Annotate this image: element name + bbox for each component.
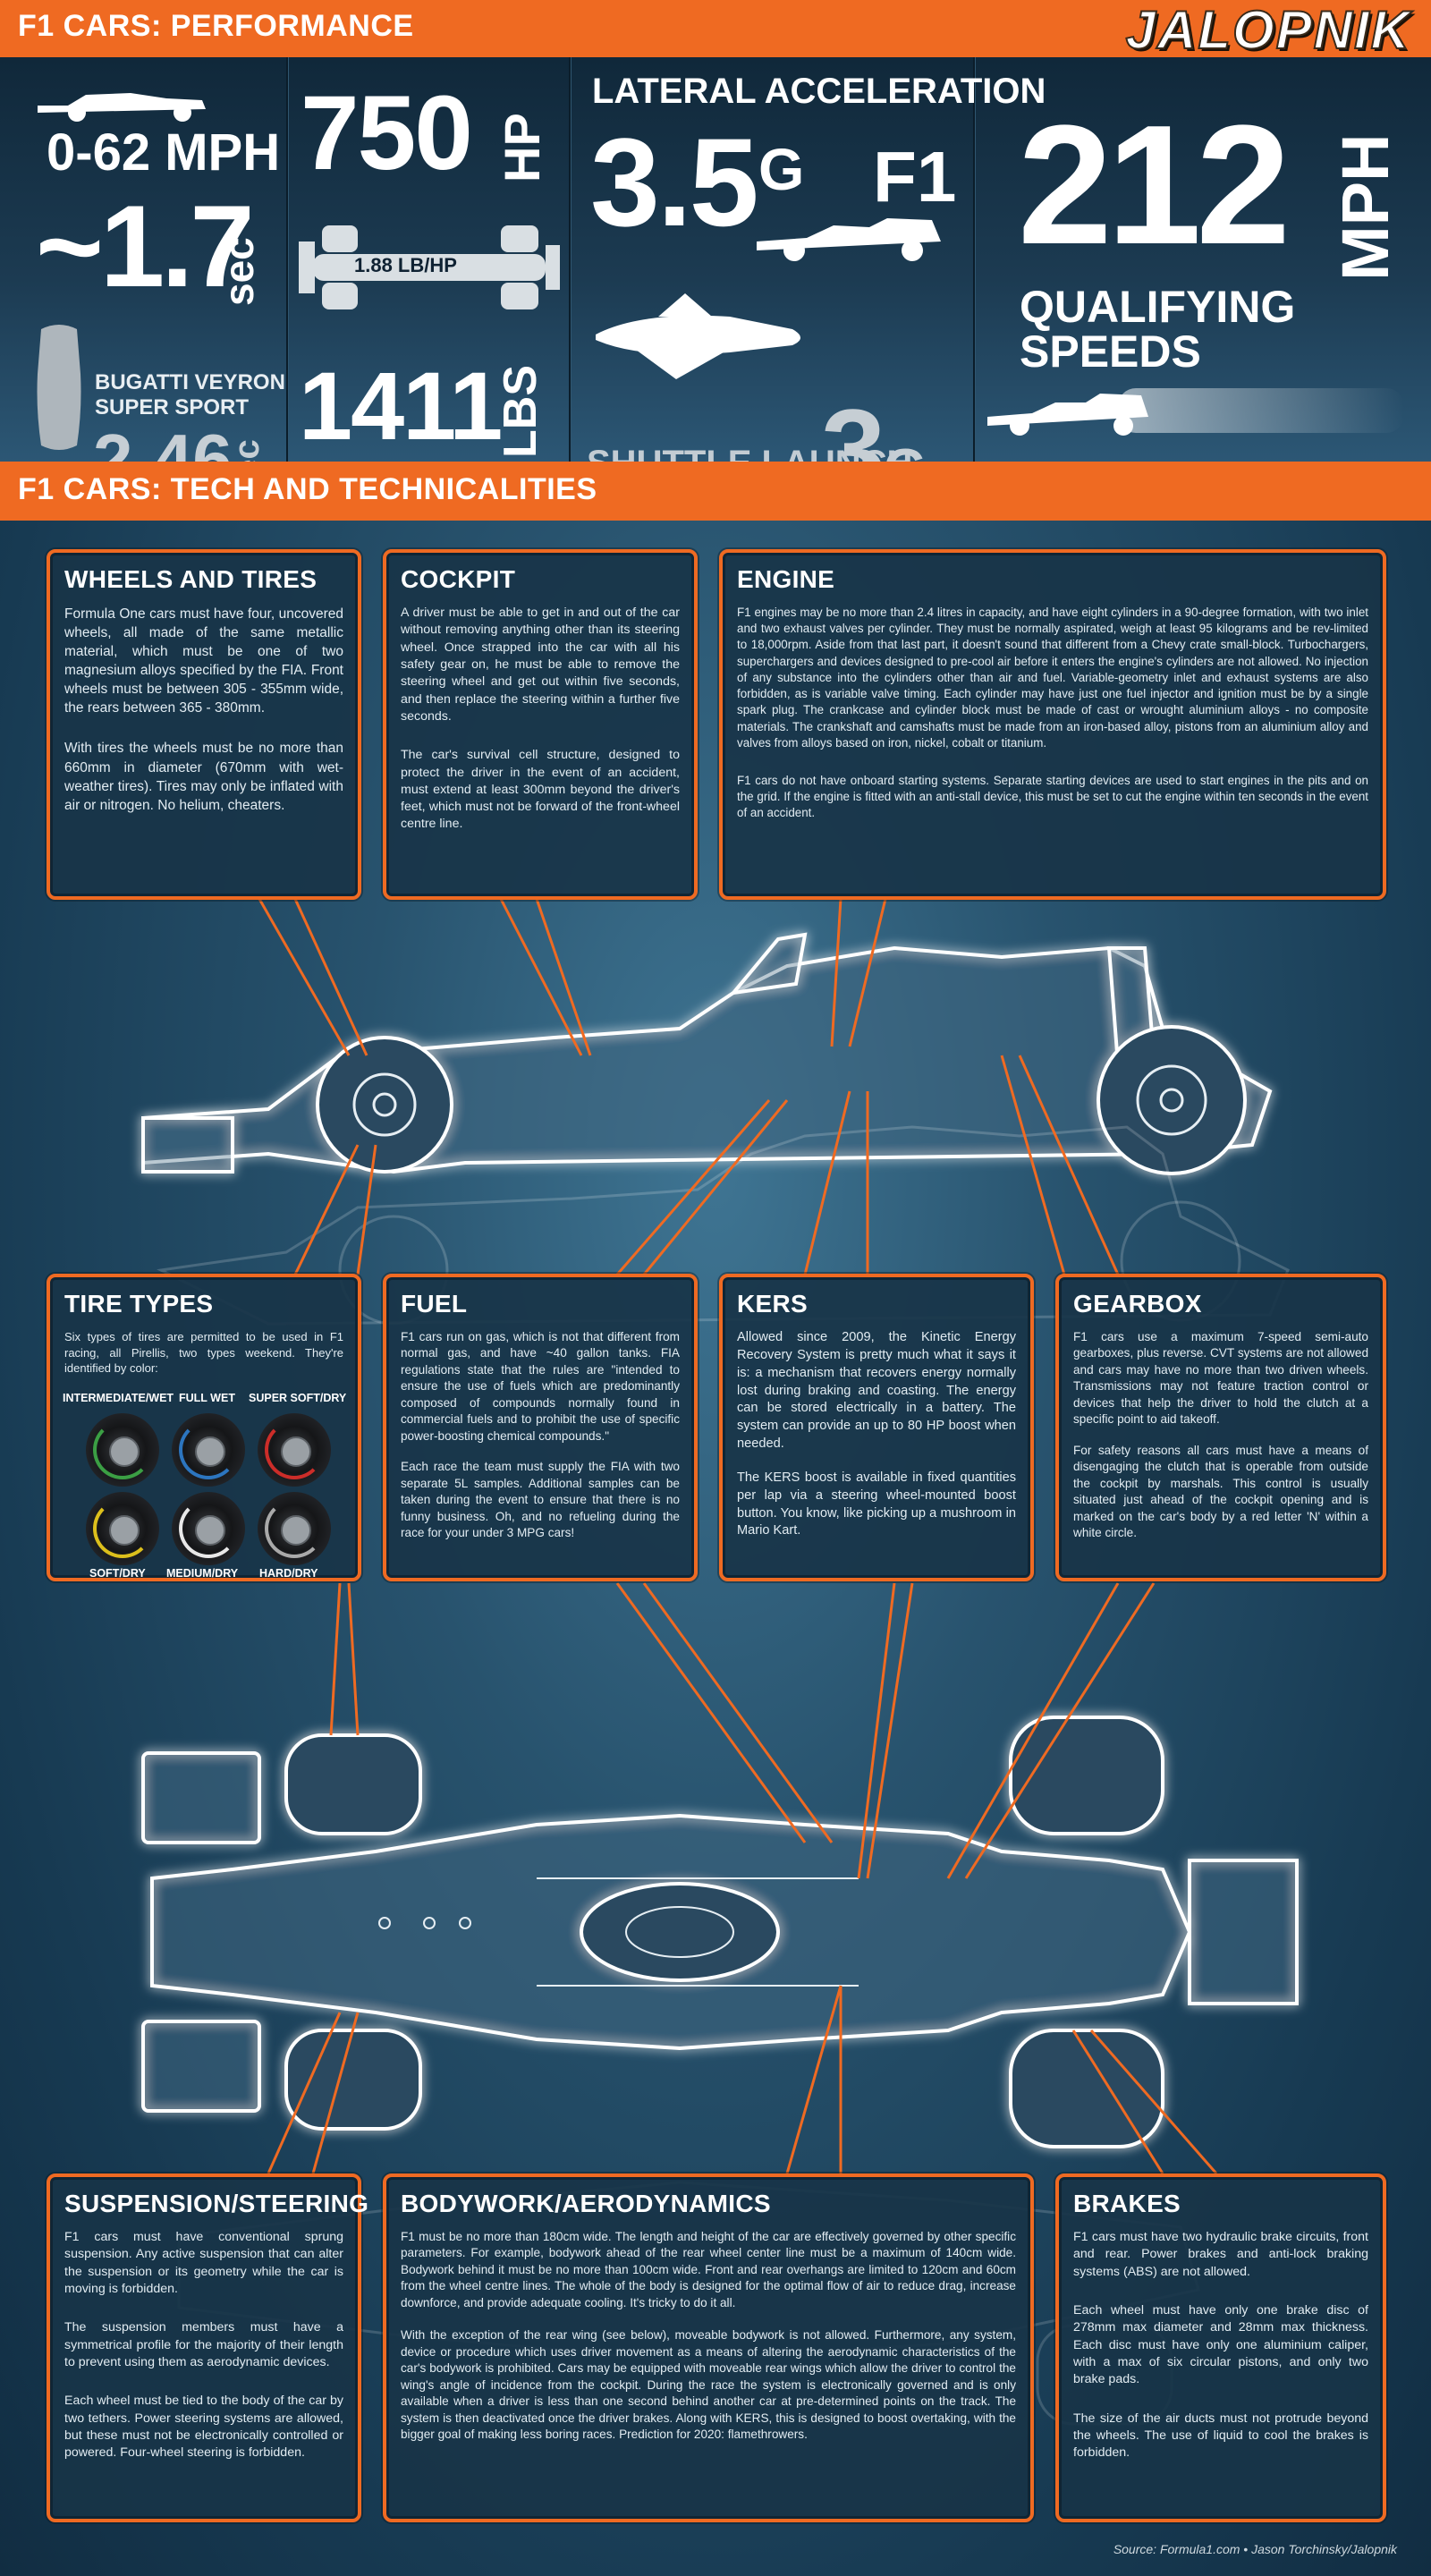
- engine-box: ENGINE F1 engines may be no more than 2.…: [719, 549, 1386, 900]
- engine-title: ENGINE: [737, 565, 835, 593]
- tech-title: F1 CARS: TECH AND TECHNICALITIES: [18, 472, 597, 506]
- cockpit-text-1: A driver must be able to get in and out …: [401, 606, 680, 724]
- gearbox-box: GEARBOX F1 cars use a maximum 7-speed se…: [1055, 1274, 1386, 1581]
- tire-hard-icon: [258, 1492, 331, 1565]
- tire-label-5: MEDIUM/DRY: [166, 1567, 239, 1580]
- tire-super-soft-icon: [258, 1413, 331, 1487]
- bodywork-text-2: With the exception of the rear wing (see…: [401, 2328, 1016, 2442]
- accel-label: 0-62 MPH: [47, 123, 281, 182]
- weight-unit: LBS: [495, 365, 546, 458]
- fuel-text-2: Each race the team must supply the FIA w…: [401, 1460, 680, 1540]
- bugatti-icon: [37, 325, 81, 450]
- engine-text-2: F1 cars do not have onboard starting sys…: [737, 773, 1368, 820]
- bugatti-label-2: SUPER SPORT: [95, 395, 250, 419]
- kers-text-2: The KERS boost is available in fixed qua…: [737, 1470, 1016, 1538]
- tire-label-2: FULL WET: [179, 1392, 235, 1404]
- tire-types-title: TIRE TYPES: [64, 1290, 214, 1318]
- bodywork-title: BODYWORK/AERODYNAMICS: [401, 2190, 771, 2217]
- cockpit-box: COCKPIT A driver must be able to get in …: [383, 549, 698, 900]
- fuel-box: FUEL F1 cars run on gas, which is not th…: [383, 1274, 698, 1581]
- performance-panel: 0-62 MPH ~1.7 sec BUGATTI VEYRON SUPER S…: [0, 57, 1431, 508]
- tire-full-wet-icon: [172, 1413, 245, 1487]
- brakes-text-1: F1 cars must have two hydraulic brake ci…: [1073, 2230, 1368, 2279]
- tire-label-4: SOFT/DRY: [89, 1567, 146, 1580]
- weight-value: 1411: [299, 352, 503, 460]
- car-side-view: [141, 932, 1273, 1175]
- tire-medium-icon: [172, 1492, 245, 1565]
- lateral-label: LATERAL ACCELERATION: [592, 72, 1046, 111]
- car-top-details: [378, 1877, 859, 1987]
- wheels-tires-box: WHEELS AND TIRES Formula One cars must h…: [47, 549, 361, 900]
- gearbox-text-1: F1 cars use a maximum 7-speed semi-auto …: [1073, 1330, 1368, 1427]
- bodywork-text-1: F1 must be no more than 180cm wide. The …: [401, 2230, 1016, 2309]
- brakes-text-3: The size of the air ducts must not protr…: [1073, 2411, 1368, 2461]
- pointer-lines: [258, 898, 1218, 2174]
- tire-soft-icon: [86, 1492, 159, 1565]
- speed-label: QUALIFYING SPEEDS: [1020, 282, 1296, 377]
- brakes-title: BRAKES: [1073, 2190, 1181, 2217]
- brakes-box: BRAKES F1 cars must have two hydraulic b…: [1055, 2174, 1386, 2522]
- hp-unit: HP: [494, 113, 550, 182]
- car-top-view: [141, 1716, 1299, 2148]
- suspension-title: SUSPENSION/STEERING: [64, 2190, 369, 2217]
- source-credit: Source: Formula1.com • Jason Torchinsky/…: [1113, 2542, 1397, 2556]
- accel-unit: sec: [216, 237, 262, 306]
- performance-title: F1 CARS: PERFORMANCE: [18, 9, 414, 43]
- lateral-f1-tag: F1: [873, 137, 957, 216]
- tire-label-1: INTERMEDIATE/WET: [63, 1392, 174, 1404]
- gearbox-text-2: For safety reasons all cars must have a …: [1073, 1443, 1368, 1540]
- kers-title: KERS: [737, 1290, 808, 1318]
- engine-text-1: F1 engines may be no more than 2.4 litre…: [737, 606, 1368, 750]
- f1-car-side-icon: [757, 218, 941, 261]
- gearbox-title: GEARBOX: [1073, 1290, 1202, 1318]
- car-side-wheels: [352, 1064, 1207, 1137]
- suspension-text-1: F1 cars must have conventional sprung su…: [64, 2230, 343, 2296]
- suspension-text-2: The suspension members must have a symme…: [64, 2320, 343, 2369]
- wheels-text-2: With tires the wheels must be no more th…: [64, 741, 343, 813]
- cockpit-title: COCKPIT: [401, 565, 516, 593]
- lateral-value: 3.5: [590, 112, 759, 252]
- tire-label-3: SUPER SOFT/DRY: [249, 1392, 347, 1404]
- suspension-box: SUSPENSION/STEERING F1 cars must have co…: [47, 2174, 369, 2522]
- car-topview-small-icon: [299, 225, 560, 309]
- suspension-text-3: Each wheel must be tied to the body of t…: [64, 2394, 343, 2461]
- car-diagrams: [141, 898, 1299, 2426]
- wheels-text-1: Formula One cars must have four, uncover…: [64, 606, 343, 716]
- fuel-title: FUEL: [401, 1290, 468, 1318]
- tire-types-text: Six types of tires are permitted to be u…: [64, 1330, 343, 1376]
- accel-value: ~1.7: [36, 181, 255, 311]
- bugatti-label-1: BUGATTI VEYRON: [95, 370, 285, 394]
- tire-types-box: TIRE TYPES Six types of tires are permit…: [47, 1274, 361, 1581]
- brakes-text-2: Each wheel must have only one brake disc…: [1073, 2302, 1368, 2387]
- tire-label-6: HARD/DRY: [259, 1567, 318, 1580]
- car-top-icon: [38, 93, 206, 122]
- speed-unit: MPH: [1328, 133, 1402, 281]
- weight-ratio: 1.88 LB/HP: [354, 254, 457, 276]
- bodywork-box: BODYWORK/AERODYNAMICS F1 must be no more…: [383, 2174, 1034, 2522]
- tire-intermediate-icon: [86, 1413, 159, 1487]
- speed-value: 212: [1018, 90, 1291, 280]
- tech-header-bar: F1 CARS: TECH AND TECHNICALITIES: [0, 462, 1431, 521]
- f1-car-fast-icon: [987, 394, 1148, 436]
- lateral-unit: G: [758, 136, 805, 202]
- cockpit-text-2: The car's survival cell structure, desig…: [401, 748, 680, 832]
- fuel-text-1: F1 cars run on gas, which is not that di…: [401, 1330, 680, 1443]
- brand-logo: JALOPNIK: [1125, 0, 1411, 60]
- performance-header-bar: F1 CARS: PERFORMANCE: [0, 0, 1431, 57]
- hp-value: 750: [301, 74, 473, 192]
- speed-blur-trail: [1118, 388, 1404, 433]
- kers-box: KERS Allowed since 2009, the Kinetic Ene…: [719, 1274, 1034, 1581]
- wheels-title: WHEELS AND TIRES: [64, 565, 318, 593]
- shuttle-icon: [596, 293, 800, 379]
- kers-text-1: Allowed since 2009, the Kinetic Energy R…: [737, 1330, 1016, 1452]
